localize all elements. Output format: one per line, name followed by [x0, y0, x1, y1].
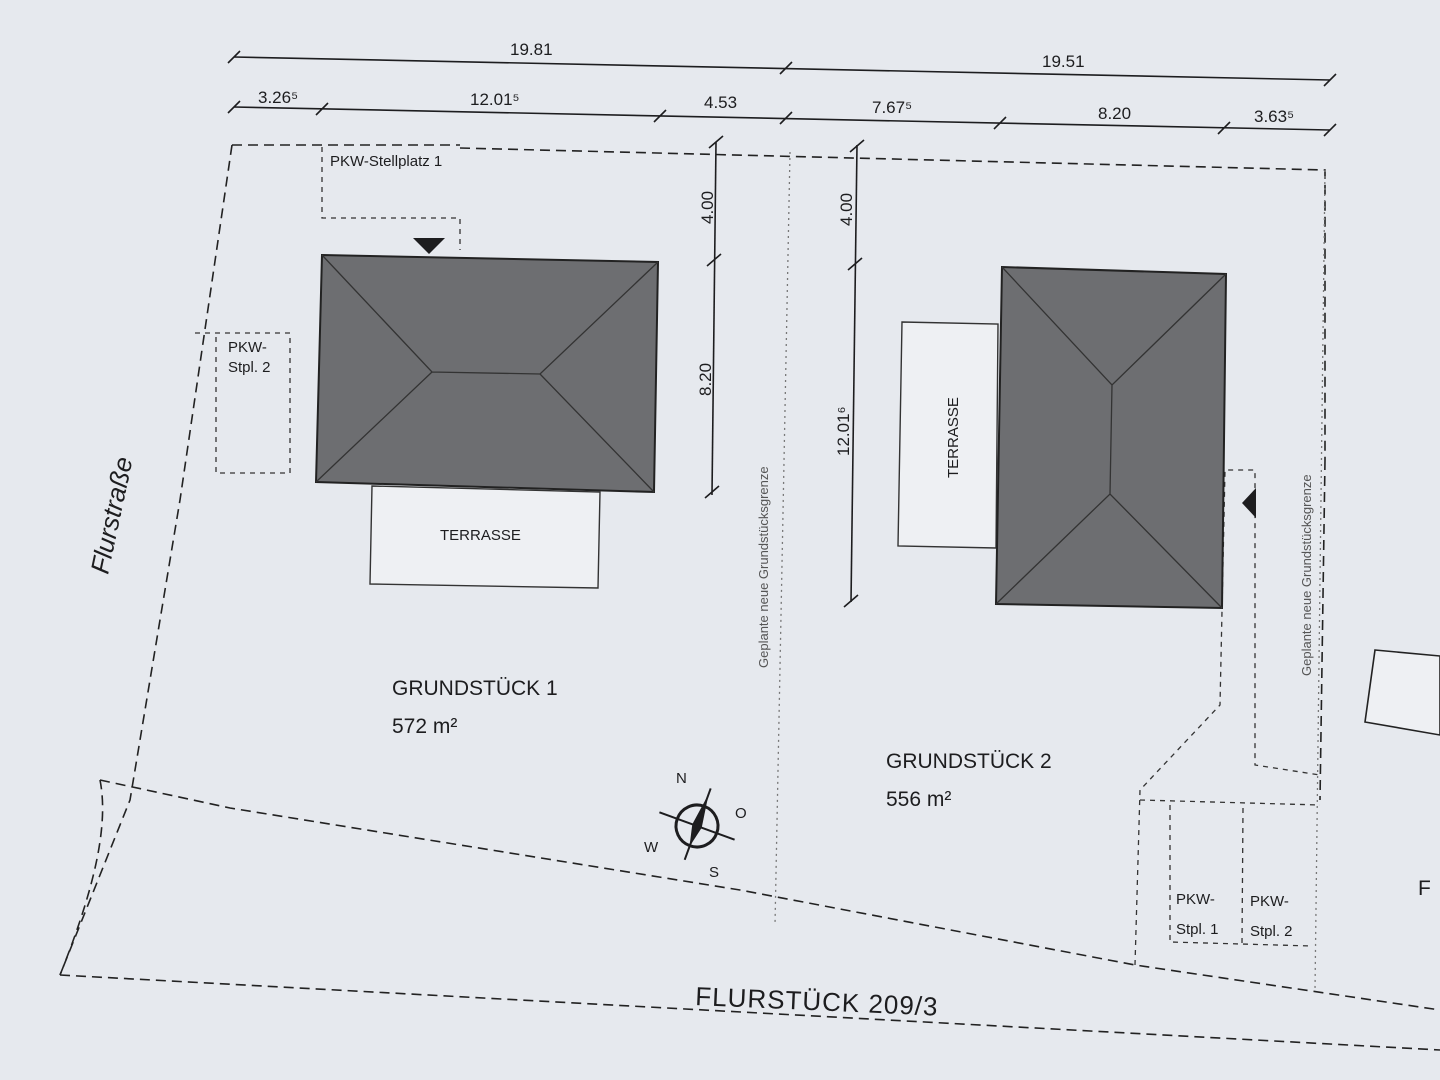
terrace-1: TERRASSE: [369, 485, 601, 589]
plot-2-area: 556 m²: [886, 788, 951, 811]
dim-seg-1: 3.26⁵: [258, 88, 298, 107]
parking-lot2-2-line1: PKW-: [1250, 893, 1289, 910]
neighbor-building: [1364, 649, 1440, 736]
parking-lot2-1-line2: Stpl. 1: [1176, 921, 1219, 938]
dim-seg-5: 8.20: [1098, 104, 1131, 123]
plot-boundary: [59, 144, 1440, 1051]
parking-lot2-1-line1: PKW-: [1176, 891, 1215, 908]
street-name: Flurstraße: [85, 454, 139, 576]
parking-space-1-lot1: PKW-Stellplatz 1: [321, 147, 461, 250]
right-edge-letter: F: [1418, 877, 1431, 900]
dim-seg-4: 7.67⁵: [872, 98, 912, 117]
dim-total-right: 19.51: [1042, 52, 1085, 71]
terrace-2: TERRASSE: [897, 321, 999, 549]
parking-space-2-lot1: PKW- Stpl. 2: [195, 332, 291, 474]
house-2-roof: [994, 265, 1228, 610]
top-dimension-chain: 19.81 19.51 3.26⁵ 12.01⁵ 4.53 7.67⁵ 8.20…: [227, 40, 1337, 137]
dim-seg-3: 4.53: [704, 93, 737, 112]
compass-icon: [659, 788, 735, 861]
terrace-1-label: TERRASSE: [440, 527, 521, 544]
dim-seg-6: 3.63⁵: [1254, 107, 1294, 126]
parking-2-label-line1: PKW-: [228, 339, 267, 356]
parcel-label: FLURSTÜCK 209/3: [695, 981, 939, 1022]
compass-w: W: [644, 839, 659, 856]
dim-v1-top: 4.00: [698, 191, 717, 224]
dim-v2-house: 12.01⁶: [834, 406, 853, 456]
plot-2-name: GRUNDSTÜCK 2: [886, 750, 1052, 773]
plot-1-area: 572 m²: [392, 715, 457, 738]
boundary-label-2: Geplante neue Grundstücksgrenze: [1299, 474, 1314, 676]
entrance-marker-lot2: [1242, 488, 1256, 518]
dim-total-left: 19.81: [510, 40, 553, 59]
vertical-dimension-lot2: 4.00 12.01⁶: [834, 139, 865, 608]
vertical-dimension-lot1: 4.00 8.20: [696, 135, 724, 499]
terrace-2-label: TERRASSE: [945, 397, 962, 478]
plot-1-name: GRUNDSTÜCK 1: [392, 677, 558, 700]
compass-n: N: [676, 770, 687, 787]
compass-o: O: [735, 805, 747, 822]
parking-2-label-line2: Stpl. 2: [228, 359, 271, 376]
dim-seg-2: 12.01⁵: [470, 90, 520, 109]
dim-v1-house: 8.20: [696, 363, 715, 396]
compass-s: S: [709, 864, 719, 881]
house-1-roof: [314, 253, 660, 494]
parking-lot2-2-line2: Stpl. 2: [1250, 923, 1293, 940]
entrance-marker-lot1: [413, 238, 445, 254]
parking-spaces-lot2: PKW- Stpl. 1 PKW- Stpl. 2: [1169, 805, 1313, 947]
dim-v2-top: 4.00: [837, 193, 856, 226]
boundary-label-1: Geplante neue Grundstücksgrenze: [756, 466, 771, 668]
parking-1-label: PKW-Stellplatz 1: [330, 153, 442, 170]
